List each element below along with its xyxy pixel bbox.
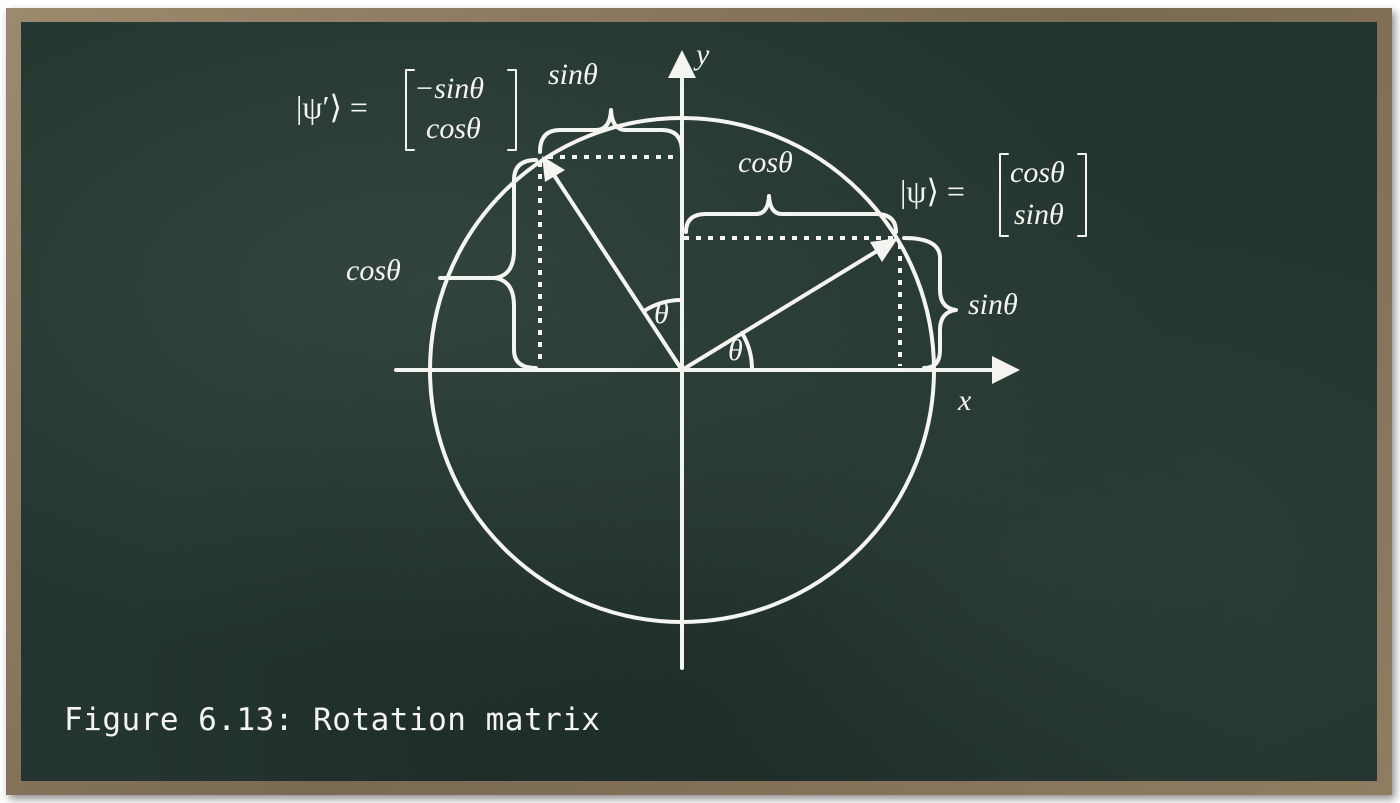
psi-component-1: cosθ [1010,156,1065,189]
psi-left-bracket [999,153,1009,237]
x-axis-label: x [957,384,972,417]
psi-right-bracket [1077,153,1087,237]
left-cos-brace [438,158,538,370]
theta-label-y: θ [654,297,669,330]
right-sin-label: sinθ [968,288,1018,321]
psi-prime-vector [550,170,684,372]
psi-prime-component-2: cosθ [426,112,481,145]
top-sin-brace [538,108,684,154]
y-axis-label: y [693,38,710,71]
theta-label-x: θ [728,334,743,367]
top-sin-label: sinθ [548,58,598,91]
chalkboard [21,22,1377,781]
x-axis-arrowhead [992,356,1020,384]
figure-caption: Figure 6.13: Rotation matrix [64,702,601,738]
psi-prime-component-1: −sinθ [414,72,484,105]
psi-vector [680,246,884,372]
top-cos-brace [684,194,898,234]
right-sin-brace [902,236,958,370]
theta-arc-x [740,331,755,372]
psi-prime-right-bracket [507,69,517,151]
psi-component-2: sinθ [1014,198,1064,231]
top-cos-label: cosθ [738,146,793,179]
psi-prime-arrowhead [542,156,565,182]
theta-arc-y [642,297,684,313]
psi-prime-left-bracket [405,69,415,151]
psi-prime-ket: |ψ′⟩ = [296,89,368,125]
psi-arrowhead [870,238,898,262]
y-axis-arrowhead [668,50,696,78]
left-cos-label: cosθ [346,254,401,287]
chalkboard-frame [6,8,1392,795]
psi-ket: |ψ⟩ = [900,173,965,209]
